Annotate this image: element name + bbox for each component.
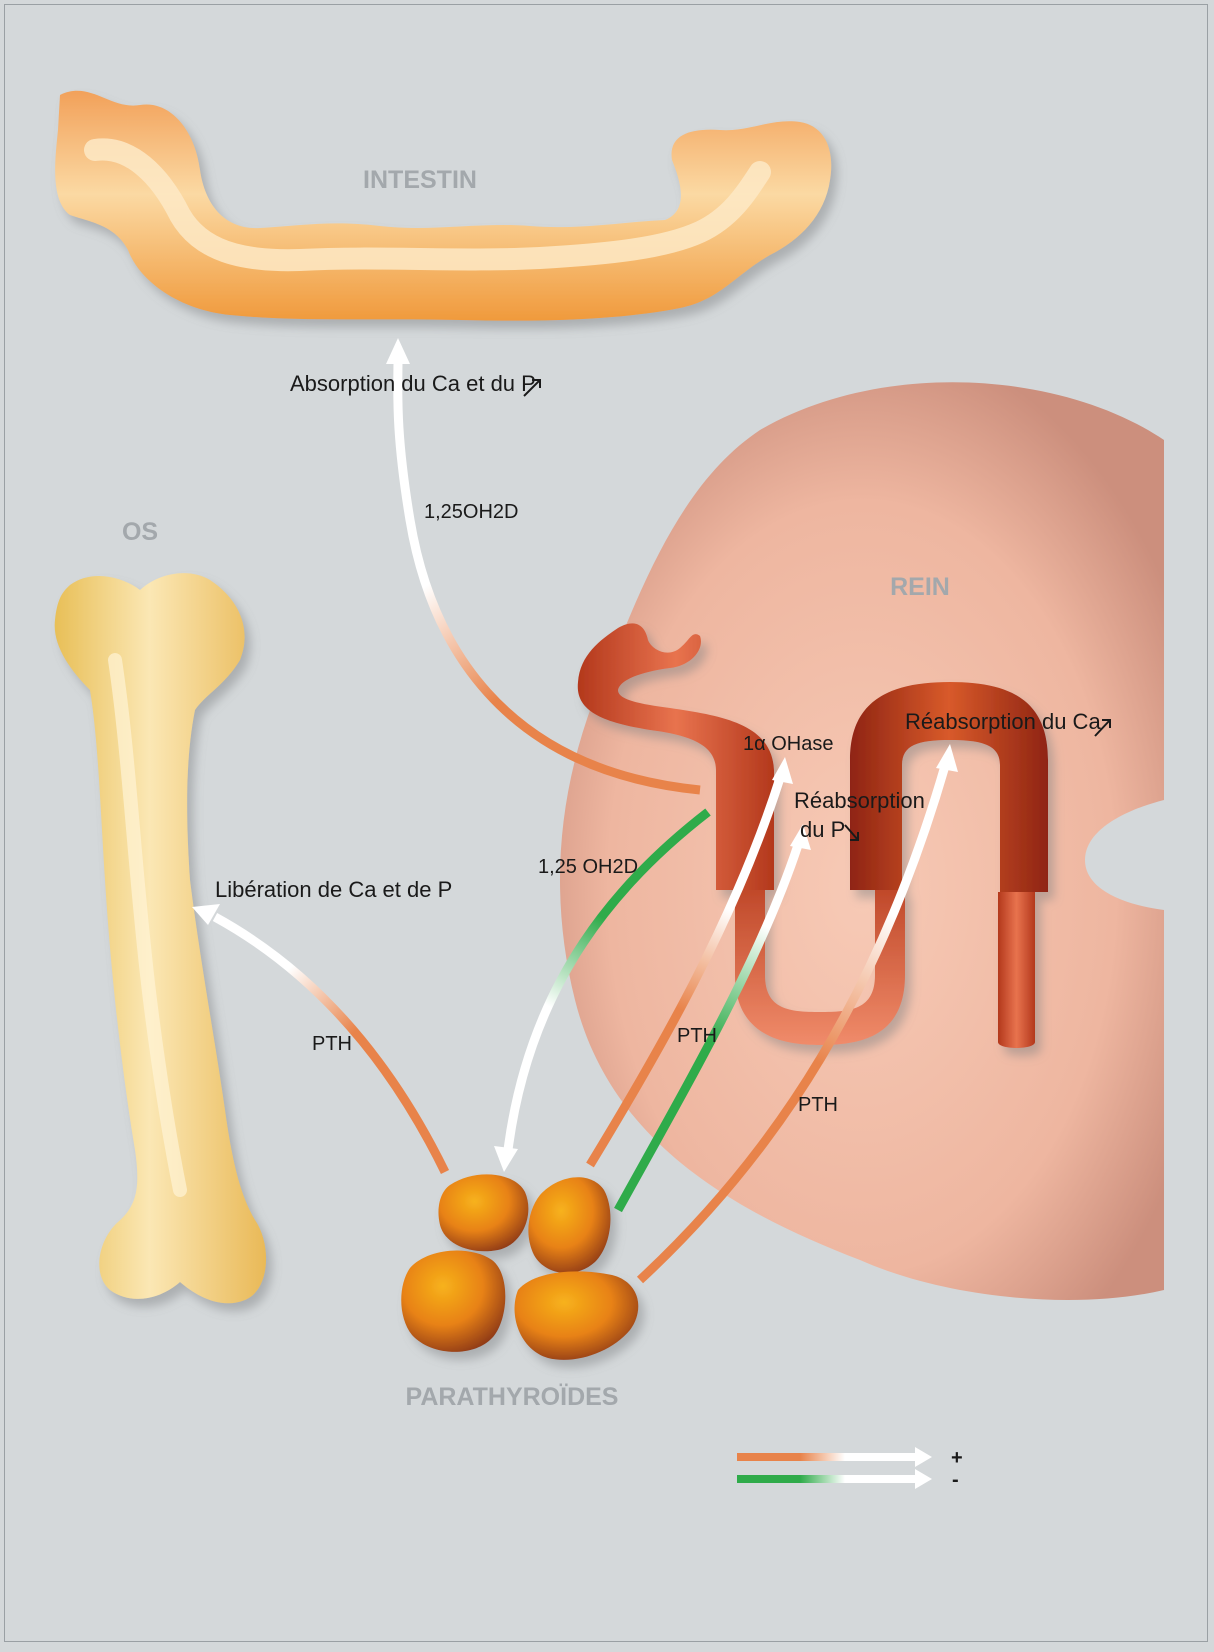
organ-label-os: OS xyxy=(122,518,158,546)
parathyroid-lobe xyxy=(438,1174,528,1251)
hormone-pth-kidney: PTH xyxy=(798,1094,838,1116)
legend-stimulation: + xyxy=(737,1447,963,1469)
reabsorption-ca-label: Réabsorption du Ca xyxy=(905,709,1101,734)
liberation-label: Libération de Ca et de P xyxy=(215,877,452,902)
legend-inhibition: - xyxy=(737,1469,959,1491)
reabsorption-p-label-2: du P xyxy=(800,817,845,842)
legend-plus-label: + xyxy=(951,1447,963,1469)
parathyroid-lobe xyxy=(401,1251,505,1352)
hormone-pth-mid: PTH xyxy=(677,1025,717,1047)
reabsorption-p-label: Réabsorption xyxy=(794,788,925,813)
femur-bone xyxy=(55,573,266,1303)
hormone-calcitriol-green: 1,25 OH2D xyxy=(538,856,638,878)
organ-label-intestin: INTESTIN xyxy=(363,166,477,194)
ohase-label: 1α OHase xyxy=(743,733,834,755)
hormone-pth-bone: PTH xyxy=(312,1033,352,1055)
hormone-calcitriol-top: 1,25OH2D xyxy=(424,501,519,523)
legend: + - xyxy=(737,1447,963,1491)
organ-label-rein: REIN xyxy=(890,573,950,601)
parathyroid-lobe xyxy=(515,1271,639,1360)
parathyroid-glands xyxy=(401,1174,638,1360)
intestine xyxy=(55,91,831,321)
absorption-label: Absorption du Ca et du P xyxy=(290,371,536,396)
legend-minus-label: - xyxy=(952,1469,959,1491)
organ-label-parathyroides: PARATHYROÏDES xyxy=(406,1383,619,1411)
parathyroid-lobe xyxy=(528,1177,610,1273)
